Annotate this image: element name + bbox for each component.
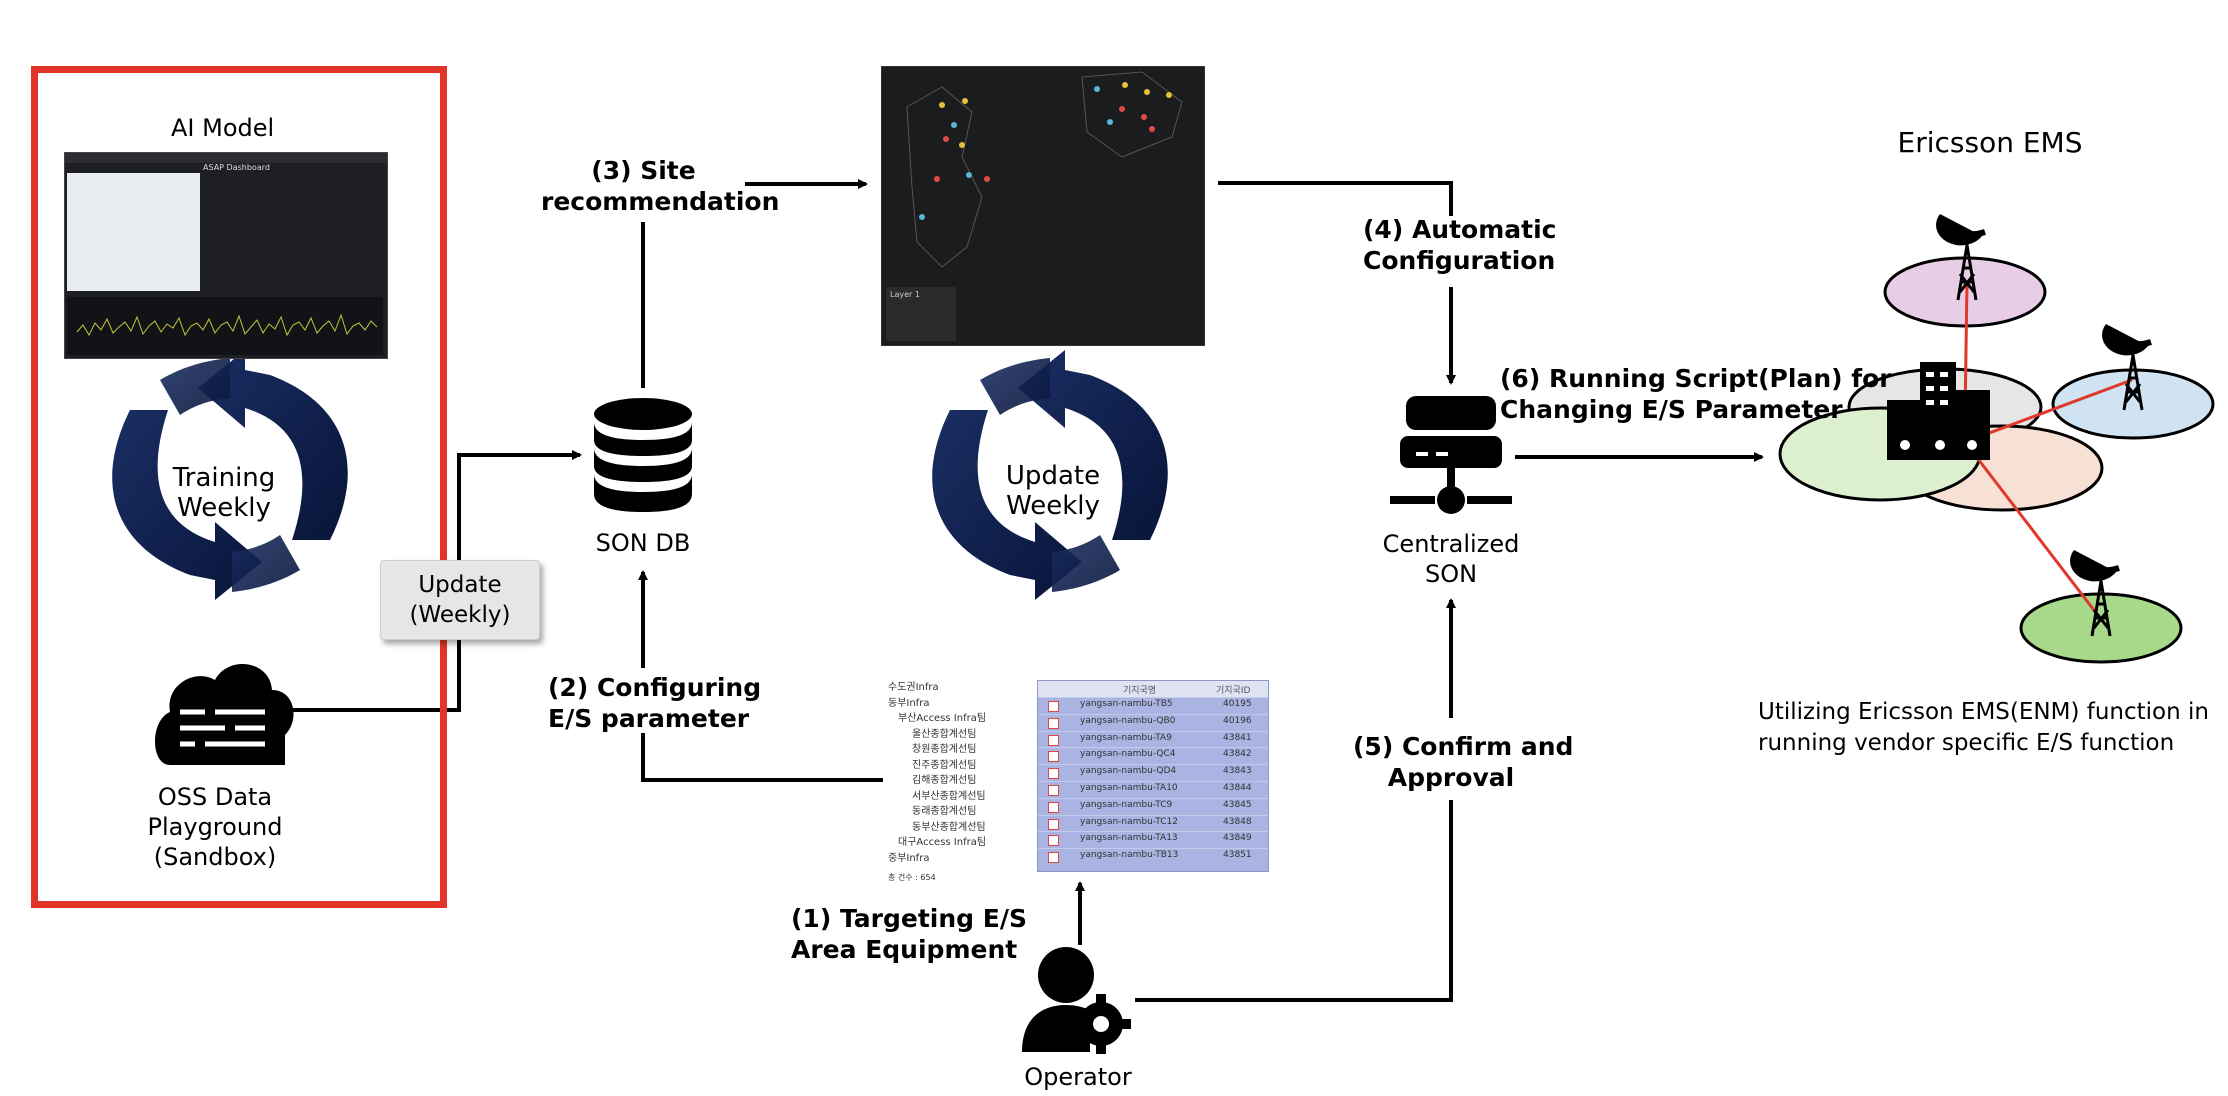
dashboard-timeseries [67, 297, 383, 355]
table-cell: yangsan-nambu-TC12 [1080, 816, 1178, 827]
row-checkbox[interactable] [1048, 835, 1059, 847]
table-cell: 43842 [1223, 749, 1252, 760]
row-checkbox[interactable] [1048, 818, 1059, 830]
table-cell: yangsan-nambu-QC4 [1080, 749, 1176, 760]
table-cell: yangsan-nambu-TB13 [1080, 850, 1179, 861]
table-cell: yangsan-nambu-TB5 [1080, 699, 1173, 709]
map-legend: Layer 1 [886, 287, 956, 341]
network-server-icon [1390, 396, 1512, 514]
oss-label: OSS Data Playground (Sandbox) [147, 783, 283, 871]
table-row: yangsan-nambu-TC9 43845 [1038, 797, 1268, 815]
table-cell: 43845 [1223, 799, 1252, 810]
building-icon [1887, 362, 1990, 460]
table-header-cell: 기지국ID [1216, 686, 1251, 696]
update-weekly-box: Update (Weekly) [380, 560, 540, 640]
update-weekly-label: Update Weekly [1005, 461, 1101, 521]
table-row: yangsan-nambu-QC4 43842 [1038, 747, 1268, 764]
table-header-cell: 기지국명 [1123, 686, 1157, 696]
table-cell: 43843 [1223, 766, 1252, 777]
tree-item: 김해종합계선팀 [912, 775, 977, 786]
table-header: 기지국명 기지국ID [1038, 681, 1268, 697]
row-checkbox[interactable] [1048, 801, 1059, 813]
database-icon [594, 398, 692, 512]
cloud-data-icon [155, 663, 294, 765]
row-checkbox[interactable] [1048, 768, 1059, 780]
table-row: yangsan-nambu-QB0 40196 [1038, 713, 1268, 731]
dashboard-title: ASAP Dashboard [203, 163, 270, 172]
operator-to-son-connector [1135, 800, 1453, 1002]
tree-item: 서부산종합계선팀 [912, 790, 986, 802]
map-to-son-connector [1218, 181, 1453, 216]
table-row: yangsan-nambu-QD4 43843 [1038, 764, 1268, 781]
table-cell: yangsan-nambu-TA9 [1080, 732, 1172, 743]
tree-item: 부산Access Infra팀 [898, 713, 987, 724]
row-checkbox[interactable] [1048, 852, 1059, 864]
table-row: yangsan-nambu-TB13 43851 [1038, 848, 1268, 865]
table-cell: 40195 [1223, 699, 1252, 709]
row-checkbox[interactable] [1048, 751, 1059, 763]
dashboard-map [67, 173, 200, 291]
table-cell: yangsan-nambu-QB0 [1080, 715, 1176, 726]
table-cell: yangsan-nambu-QD4 [1080, 766, 1177, 777]
table-cell: 43848 [1223, 816, 1252, 827]
tree-item: 동래종합계선팀 [912, 806, 977, 817]
table-row: yangsan-nambu-TA9 43841 [1038, 730, 1268, 748]
son-db-label: SON DB [595, 529, 691, 557]
row-checkbox[interactable] [1048, 717, 1059, 729]
training-weekly-label: Training Weekly [172, 463, 276, 523]
tree-item: 대구Access Infra팀 [898, 837, 987, 848]
ericsson-title: Ericsson EMS [1897, 126, 2083, 159]
table-to-sondb-connector [641, 733, 883, 782]
table-cell: 43849 [1223, 833, 1252, 844]
table-cell: yangsan-nambu-TA13 [1080, 833, 1178, 844]
training-cycle-icon [112, 350, 348, 600]
update-cycle-icon [932, 350, 1168, 600]
site-recommendation-map: Layer 1 [881, 66, 1205, 346]
ai-model-title: AI Model [171, 114, 275, 142]
row-checkbox[interactable] [1048, 784, 1059, 796]
table-row: yangsan-nambu-TC12 43848 [1038, 814, 1268, 832]
table-row: yangsan-nambu-TA13 43849 [1038, 831, 1268, 848]
ericsson-network-graphic [1778, 256, 2215, 664]
tree-footer: 총 건수 : 654 [888, 873, 936, 882]
tree-item: 동부산종합계선팀 [912, 821, 986, 833]
tree-item: 진주종합계선팀 [912, 759, 977, 771]
tree-item: 창원종합계선팀 [912, 744, 977, 755]
operator-gear-icon [1022, 947, 1131, 1054]
ai-model-frame [31, 66, 447, 908]
table-cell: 40196 [1223, 715, 1252, 726]
table-cell: 43841 [1223, 732, 1252, 743]
row-checkbox[interactable] [1048, 734, 1059, 746]
table-row: yangsan-nambu-TA10 43844 [1038, 780, 1268, 798]
tree-item: 중부Infra [888, 852, 930, 864]
dashboard-thumbnail: ASAP Dashboard [64, 152, 388, 359]
table-cell: yangsan-nambu-TA10 [1080, 782, 1178, 793]
tree-item: 동부Infra [888, 697, 930, 709]
row-checkbox[interactable] [1048, 701, 1059, 712]
operator-label: Operator [1024, 1063, 1132, 1091]
table-cell: 43844 [1223, 782, 1252, 793]
table-row: yangsan-nambu-TB5 40195 [1038, 697, 1268, 714]
table-cell: 43851 [1223, 850, 1252, 861]
tree-item: 울산종합계선팀 [912, 728, 977, 740]
tree-item: 수도권Infra [888, 682, 939, 693]
table-cell: yangsan-nambu-TC9 [1080, 799, 1173, 810]
